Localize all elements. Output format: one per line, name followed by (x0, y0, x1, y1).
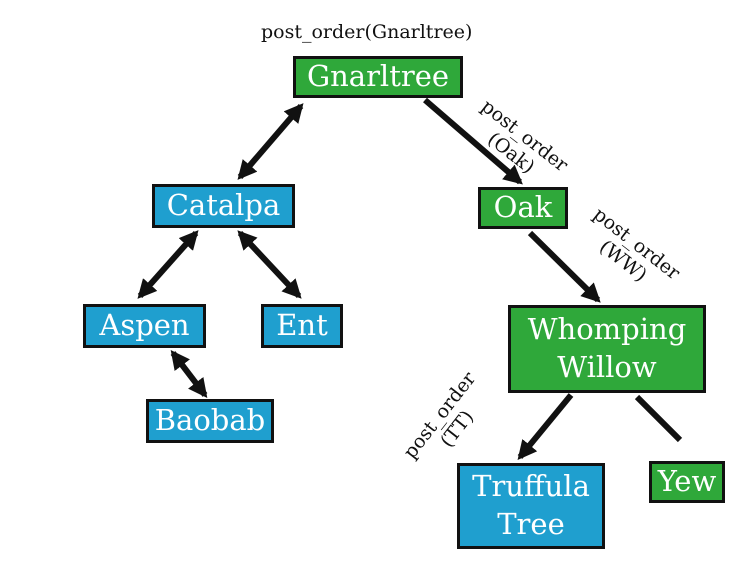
node-ent-label: Ent (276, 308, 328, 343)
node-truffula-tree-line-2: Tree (497, 507, 565, 541)
node-yew: Yew (649, 461, 725, 503)
node-catalpa: Catalpa (152, 184, 295, 228)
node-whomping-willow-line-1: Whomping (527, 312, 687, 347)
node-aspen-label: Aspen (99, 308, 190, 343)
node-catalpa-label: Catalpa (166, 188, 281, 223)
node-truffula-tree-line-1: Truffula (472, 469, 590, 504)
edge-oak-whomping-willow (527, 230, 601, 303)
call-label-root: post_order(Gnarltree) (261, 21, 473, 44)
node-yew-label: Yew (657, 464, 717, 499)
node-baobab: Baobab (146, 399, 274, 443)
node-aspen: Aspen (83, 304, 206, 348)
node-whomping-willow-line-2: Willow (557, 350, 657, 384)
call-label-root-text: post_order(Gnarltree) (261, 21, 473, 43)
edge-whomping-willow-truffula (517, 393, 574, 460)
edge-gnarltree-oak (423, 97, 523, 185)
node-whomping-willow: Whomping Willow (508, 305, 706, 393)
node-oak: Oak (478, 187, 568, 229)
edge-catalpa-ent (237, 230, 302, 299)
node-truffula-tree: Truffula Tree (457, 463, 605, 549)
node-gnarltree: Gnarltree (293, 56, 463, 98)
edge-catalpa-aspen (137, 230, 199, 299)
node-baobab-label: Baobab (154, 403, 266, 438)
node-ent: Ent (261, 304, 343, 348)
edge-gnarltree-catalpa (237, 103, 304, 180)
edge-whomping-willow-yew (634, 394, 683, 443)
node-gnarltree-label: Gnarltree (306, 59, 450, 94)
edge-aspen-baobab (170, 349, 208, 399)
node-oak-label: Oak (493, 190, 553, 225)
